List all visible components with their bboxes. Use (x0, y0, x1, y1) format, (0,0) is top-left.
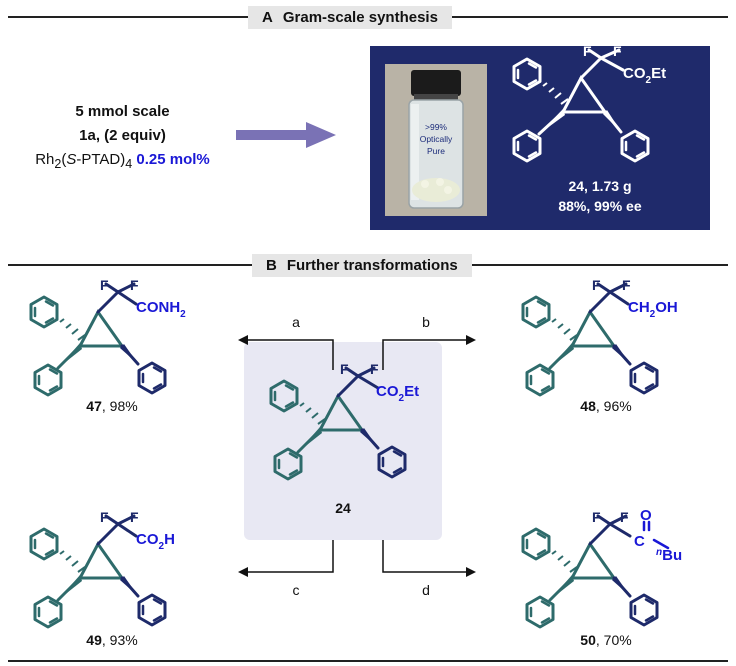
arrow-b (382, 339, 468, 370)
reaction-conditions: 5 mmol scale 1a, (2 equiv) Rh2(S-PTAD)4 … (20, 100, 225, 172)
c47-group-main: CONH (136, 299, 180, 316)
c48-group-pre: CH (628, 299, 650, 316)
catalyst-sub-1: 2 (54, 157, 62, 171)
c48-f2: F (622, 277, 631, 293)
vial-photo: >99% Optically Pure (385, 64, 487, 216)
arrow-c (246, 540, 334, 573)
section-b-title: Further transformations (286, 257, 458, 274)
catalyst-chirality: S (66, 151, 77, 168)
product-structure-24: F F CO2Et (512, 46, 666, 163)
vial-label-line1: >99% (425, 122, 447, 132)
c50-f1: F (592, 509, 601, 525)
section-a-title: Gram-scale synthesis (282, 9, 438, 26)
c47-f1: F (100, 277, 109, 293)
c49-group: CO2H (136, 531, 175, 552)
product-f1: F (583, 46, 592, 59)
vial-label-line3: Pure (427, 146, 445, 156)
scale-text: 5 mmol scale (75, 103, 170, 120)
product-ester: CO2Et (623, 65, 666, 86)
c49-f2: F (130, 509, 139, 525)
vial-image: >99% Optically Pure (385, 64, 487, 216)
label-50: 50, 70% (556, 632, 656, 648)
step-a-label: a (292, 314, 300, 330)
center-ester: CO2Et (376, 383, 419, 404)
c49-f1: F (100, 509, 109, 525)
catalyst-ligand: -PTAD) (76, 151, 126, 168)
product-caption-2: 88%, 99% ee (558, 198, 642, 214)
c49-group-main: CO (136, 531, 159, 548)
catalyst-loading: 0.25 mol% (136, 151, 210, 168)
label-48: 48, 96% (556, 398, 656, 414)
reaction-arrow (236, 122, 336, 148)
center-ester-co: CO (376, 383, 399, 400)
product-caption-1: 24, 1.73 g (568, 178, 632, 194)
label-49: 49, 93% (62, 632, 162, 648)
arrow-a (246, 339, 334, 370)
catalyst-sub-2: 4 (125, 157, 133, 171)
arrow-d (382, 540, 468, 573)
c47-group: CONH2 (136, 299, 186, 320)
c50-butyl-text: Bu (662, 547, 682, 564)
section-b-header: B Further transformations (252, 254, 472, 277)
section-a-header: A Gram-scale synthesis (248, 6, 452, 29)
step-b-label: b (422, 314, 430, 330)
starting-material-panel (244, 342, 442, 540)
c47-group-sub: 2 (180, 309, 186, 320)
center-structure-24: F F CO2Et (269, 361, 419, 481)
structure-50: F F O C nBu (521, 508, 682, 629)
c49-group-sub: 2 (159, 541, 165, 552)
vial-label-line2: Optically (420, 134, 453, 144)
c50-butyl-sup: n (656, 547, 662, 558)
c48-number: 48 (580, 398, 596, 414)
catalyst-text: Rh2(S-PTAD)4 0.25 mol% (20, 148, 225, 172)
c50-f2: F (620, 509, 629, 525)
c49-group-post: H (164, 531, 175, 548)
c50-number: 50 (580, 632, 596, 648)
c47-number: 47 (86, 398, 102, 414)
c48-group: CH2OH (628, 299, 678, 320)
center-f1: F (340, 361, 349, 377)
step-c-label: c (292, 582, 300, 598)
c49-number: 49 (86, 632, 102, 648)
c48-f1: F (592, 277, 601, 293)
catalyst-open: ( (61, 151, 67, 168)
c48-group-sub: 2 (650, 309, 656, 320)
catalyst-metal: Rh (35, 151, 55, 168)
c50-yield: , 70% (595, 632, 632, 648)
bottom-rule (8, 660, 728, 662)
product-ester-co: CO (623, 65, 646, 82)
structure-48: F F CH2OH (521, 277, 678, 397)
c50-carbonyl-carbon: C (634, 533, 645, 550)
c47-yield: , 98% (101, 398, 138, 414)
c50-oxygen: O (640, 508, 652, 524)
c48-group-post: OH (655, 299, 678, 316)
c49-yield: , 93% (101, 632, 138, 648)
structure-49: F F CO2H (29, 509, 175, 629)
center-f2: F (370, 361, 379, 377)
center-ester-sub: 2 (399, 393, 405, 404)
center-ester-et: Et (404, 383, 419, 400)
c48-yield: , 96% (595, 398, 632, 414)
section-a-letter: A (262, 9, 273, 26)
reagent-text: 1a, (2 equiv) (79, 127, 166, 144)
structure-47: F F CONH2 (29, 277, 186, 397)
product-ester-sub: 2 (646, 75, 652, 86)
c50-butyl: nBu (656, 547, 682, 564)
center-label-24: 24 (335, 500, 351, 516)
product-f2: F (613, 46, 622, 59)
label-47: 47, 98% (62, 398, 162, 414)
step-d-label: d (422, 582, 430, 598)
product-ester-et: Et (651, 65, 666, 82)
c47-f2: F (130, 277, 139, 293)
section-b-letter: B (266, 257, 277, 274)
